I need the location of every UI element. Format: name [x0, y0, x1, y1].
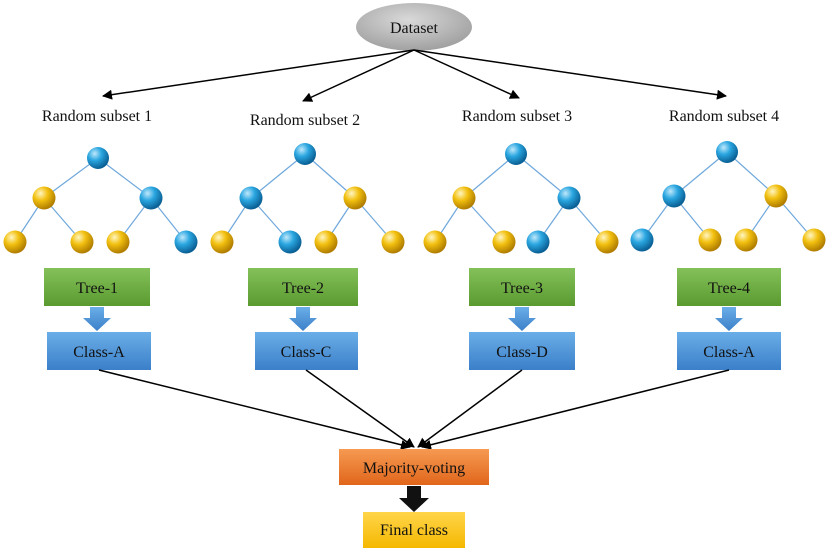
- final-class-box: [363, 512, 465, 548]
- tree-3-node-yellow: [423, 230, 447, 254]
- tree-2-node-blue: [278, 230, 302, 254]
- tree-2-node-blue: [239, 186, 263, 210]
- subset-2-label: Random subset 2: [250, 112, 360, 129]
- down-arrow-icon: [83, 307, 111, 331]
- subset-1-label: Random subset 1: [42, 108, 152, 125]
- down-arrow-icon: [715, 307, 743, 331]
- tree-3-node-blue: [505, 143, 527, 165]
- tree-3-node-blue: [557, 186, 581, 210]
- tree-1-node-yellow: [70, 230, 94, 254]
- dataset-ellipse: [356, 3, 472, 51]
- tree-1-node-yellow: [32, 186, 56, 210]
- tree-2-node-yellow: [210, 230, 234, 254]
- tree-3-column: Tree-3 Class-D: [469, 268, 575, 370]
- arrow-class-1-to-voting: [98, 369, 411, 450]
- class-3-box: [469, 332, 575, 370]
- tree-2-node-yellow: [343, 186, 367, 210]
- subset-4-label: Random subset 4: [669, 108, 779, 125]
- tree-1-node-yellow: [106, 230, 130, 254]
- tree-3-node-yellow: [595, 230, 619, 254]
- class-3-label: Class-D: [496, 344, 548, 361]
- arrow-to-subset-3: [413, 49, 520, 99]
- tree-4-node-yellow: [734, 228, 758, 252]
- tree-2-node-blue: [294, 143, 316, 165]
- class-4-box: [677, 332, 781, 370]
- dataset-label: Dataset: [390, 20, 439, 37]
- majority-voting-node: Majority-voting: [339, 449, 489, 485]
- tree-1-node-blue: [139, 186, 163, 210]
- arrow-to-subset-2: [302, 49, 415, 102]
- down-arrow-icon: [508, 307, 536, 331]
- tree-4-node-yellow: [802, 228, 826, 252]
- decision-trees: [3, 141, 826, 254]
- dataset-node: Dataset: [356, 3, 472, 51]
- voting-arrows: [98, 369, 730, 450]
- class-4-label: Class-A: [703, 344, 755, 361]
- tree-3-label: Tree-3: [501, 280, 543, 297]
- arrow-class-2-to-voting: [305, 369, 415, 448]
- arrow-class-3-to-voting: [417, 369, 523, 448]
- tree-2-label: Tree-2: [282, 280, 324, 297]
- tree-2-node-yellow: [314, 230, 338, 254]
- class-2-label: Class-C: [281, 344, 332, 361]
- tree-4-node-blue: [662, 184, 686, 208]
- tree-3-node-yellow: [492, 230, 516, 254]
- tree-1-node-yellow: [3, 230, 27, 254]
- tree-nodes: [3, 141, 826, 254]
- tree-3-node-yellow: [452, 186, 476, 210]
- tree-4-node-yellow: [764, 184, 788, 208]
- class-1-box: [47, 332, 151, 370]
- tree-2-box: [248, 268, 358, 306]
- down-arrow-icon: [399, 486, 429, 512]
- tree-4-node-blue: [716, 141, 738, 163]
- final-class-label: Final class: [380, 522, 448, 539]
- tree-4-node-yellow: [698, 228, 722, 252]
- tree-2-column: Tree-2 Class-C: [248, 268, 358, 370]
- tree-4-column: Tree-4 Class-A: [677, 268, 781, 370]
- tree-2-node-yellow: [381, 230, 405, 254]
- tree-1-box: [44, 268, 150, 306]
- arrow-to-subset-4: [413, 49, 727, 100]
- tree-4-box: [677, 268, 781, 306]
- class-1-label: Class-A: [73, 344, 125, 361]
- tree-4-label: Tree-4: [708, 280, 750, 297]
- majority-voting-box: [339, 449, 489, 485]
- arrow-class-4-to-voting: [421, 369, 730, 450]
- tree-1-column: Tree-1 Class-A: [44, 268, 151, 370]
- tree-3-box: [469, 268, 575, 306]
- class-2-box: [255, 332, 358, 370]
- arrow-to-subset-1: [102, 49, 415, 100]
- tree-1-node-blue: [87, 147, 109, 169]
- dataset-arrows: [102, 49, 727, 102]
- tree-4-node-blue: [630, 228, 654, 252]
- subset-3-label: Random subset 3: [462, 108, 572, 125]
- tree-1-node-blue: [174, 230, 198, 254]
- tree-3-node-blue: [526, 230, 550, 254]
- tree-1-label: Tree-1: [76, 280, 118, 297]
- down-arrow-icon: [289, 307, 317, 331]
- final-class-node: Final class: [363, 512, 465, 548]
- majority-voting-label: Majority-voting: [363, 460, 465, 477]
